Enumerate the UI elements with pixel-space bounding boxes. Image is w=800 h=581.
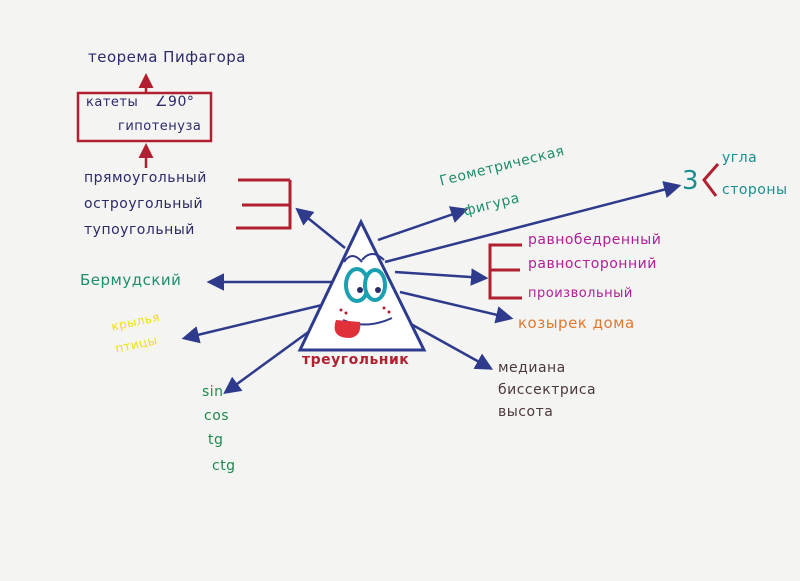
segment-bisector: биссектриса (498, 382, 597, 398)
type-obtuse-label: тупоугольный (84, 222, 195, 238)
trig-sin: sin (202, 384, 224, 400)
type-isosceles-label: равнобедренный (528, 232, 662, 248)
arrow-to-yellow-note (181, 303, 323, 344)
pupil-right (375, 287, 381, 293)
type-equilateral-label: равносторонний (528, 256, 657, 272)
three-item-sides: стороны (722, 182, 788, 198)
freckle (344, 311, 348, 315)
arrow-to-segments (399, 316, 494, 370)
three-prefix: 3 (682, 166, 700, 196)
trig-ctg: ctg (212, 458, 236, 474)
freckle (382, 306, 386, 310)
arrow-to-trig (223, 323, 319, 395)
trig-tg: tg (208, 432, 224, 448)
pupil-left (357, 287, 363, 293)
center-label: треугольник (302, 352, 410, 368)
arrow-to-geometric-figure (377, 206, 469, 242)
box-angle-label: ∠90° (155, 94, 195, 110)
roof-label: козырек дома (518, 314, 635, 332)
segment-altitude: высота (498, 404, 554, 420)
freckle (387, 310, 391, 314)
segment-median: медиана (498, 360, 566, 376)
type-right-label: прямоугольный (84, 170, 207, 186)
arrow-to-roof (399, 290, 514, 324)
right-triangle-box (76, 91, 213, 143)
tongue (334, 320, 361, 338)
box-legs-label: катеты (86, 95, 139, 110)
arrow-to-types-by-angle (295, 207, 346, 249)
freckle (339, 308, 343, 312)
trig-cos: cos (204, 408, 230, 424)
box-hypotenuse-label: гипотенуза (118, 119, 202, 134)
bracket-types-by-sides (488, 243, 522, 300)
eyebrow-right (361, 253, 385, 261)
bermuda-label: Бермудский (80, 271, 182, 289)
arrow-to-types-by-sides (394, 268, 489, 286)
bracket-types-by-angle (236, 178, 292, 230)
bracket-three (702, 163, 720, 197)
eyebrow-left (343, 255, 363, 263)
type-scalene-label: произвольный (528, 286, 633, 301)
eye-right (363, 268, 387, 302)
type-acute-label: остроугольный (84, 196, 204, 212)
arrow-to-three (384, 181, 682, 264)
pythagoras-label: теорема Пифагора (88, 48, 246, 66)
three-item-angles: угла (722, 150, 758, 166)
